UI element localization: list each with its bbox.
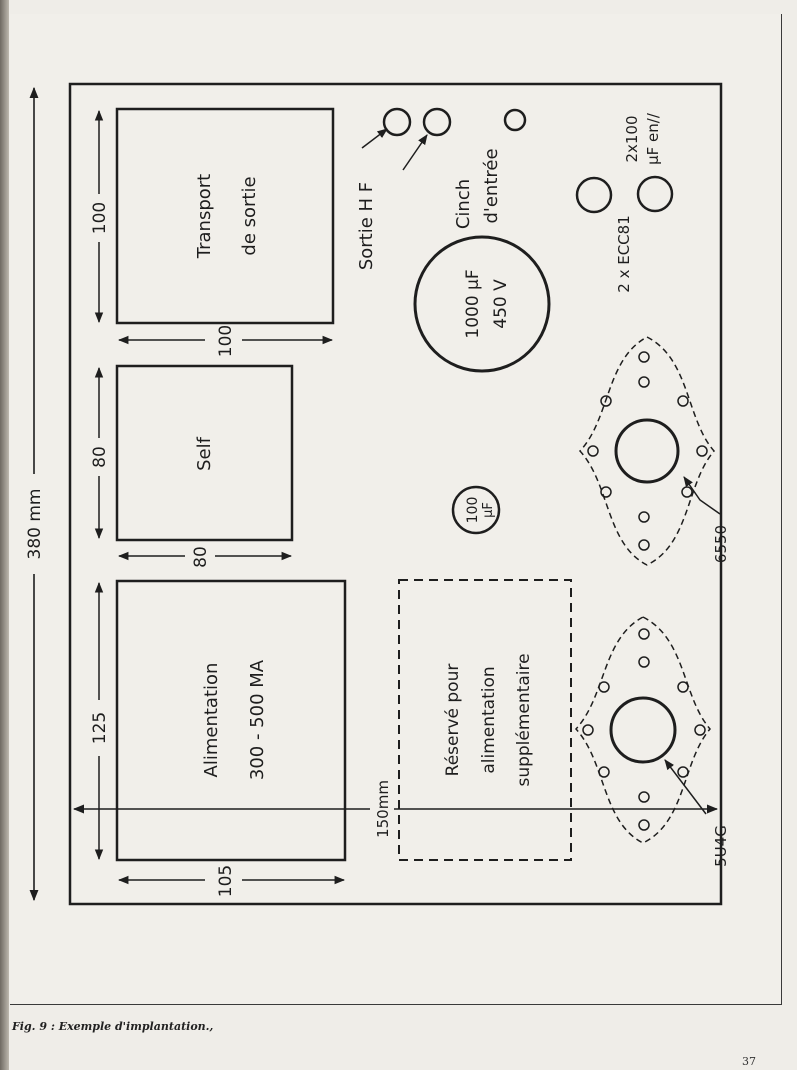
transport-dim-width-label: 100 (216, 325, 236, 357)
transport-block (115, 107, 335, 325)
chassis-layout-diagram: 380 mm 150mm Transport de sortie 100 100… (25, 82, 730, 906)
alimentation-label-line1: Alimentation (201, 663, 222, 778)
capacitor-1000uf-label-line1: 1000 μF (463, 269, 483, 338)
tube-6550-label: 6550 (712, 525, 730, 563)
tube-ecc81-label: 2 x ECC81 (615, 215, 633, 292)
dimension-380mm-label: 380 mm (25, 489, 45, 560)
sortie-hf-arrow (361, 128, 388, 149)
tube-6550-socket (578, 336, 721, 566)
capacitor-100uf (451, 485, 501, 535)
figure-frame: 380 mm 150mm Transport de sortie 100 100… (10, 14, 782, 1005)
chassis-outline (68, 82, 723, 906)
figure-caption: Fig. 9 : Exemple d'implantation., (12, 1020, 214, 1033)
cinch-label-line2: d'entrée (481, 148, 502, 223)
tube-5u4g-socket (574, 616, 711, 844)
tube-ecc81-socket (575, 176, 613, 214)
reserve-label-line2: alimentation (479, 666, 499, 773)
alimentation-block (115, 579, 347, 862)
reserve-label-line1: Réservé pour (443, 664, 463, 777)
capacitor-1000uf-label-line2: 450 V (491, 279, 511, 329)
cinch-label-line1: Cinch (453, 179, 474, 229)
self-block (115, 364, 294, 542)
sortie-hf-label: Sortie H F (356, 182, 377, 270)
capacitor-100uf-label-line1: 100 (465, 497, 481, 524)
self-dim-height-label: 80 (90, 446, 110, 468)
capacitor-2x100uf-label-line2: μF en// (644, 112, 662, 165)
tube-5u4g-label: 5U4G (712, 825, 730, 867)
capacitor-2x100uf (636, 175, 674, 213)
cinch-jack-2 (503, 108, 527, 132)
transport-dim-height-label: 100 (90, 202, 110, 234)
cinch-jack-1 (422, 107, 452, 137)
reserve-label-line3: supplémentaire (514, 653, 534, 786)
page-number: 37 (742, 1055, 756, 1068)
cinch-arrow (402, 134, 428, 171)
sortie-hf-jack (382, 107, 412, 137)
capacitor-1000uf (413, 235, 551, 373)
page-edge-shadow (0, 0, 9, 1070)
self-dim-width-label: 80 (191, 546, 211, 568)
dimension-150mm-label: 150mm (374, 780, 392, 838)
alimentation-label-line2: 300 - 500 MA (247, 659, 268, 780)
transport-label-line2: de sortie (239, 176, 260, 255)
capacitor-2x100uf-label-line1: 2x100 (623, 115, 641, 162)
transport-label-line1: Transport (194, 174, 215, 259)
capacitor-100uf-label-line2: μF (481, 502, 496, 518)
alimentation-dim-width-label: 105 (216, 865, 236, 897)
self-label: Self (194, 436, 215, 471)
alimentation-dim-height-label: 125 (90, 712, 110, 744)
